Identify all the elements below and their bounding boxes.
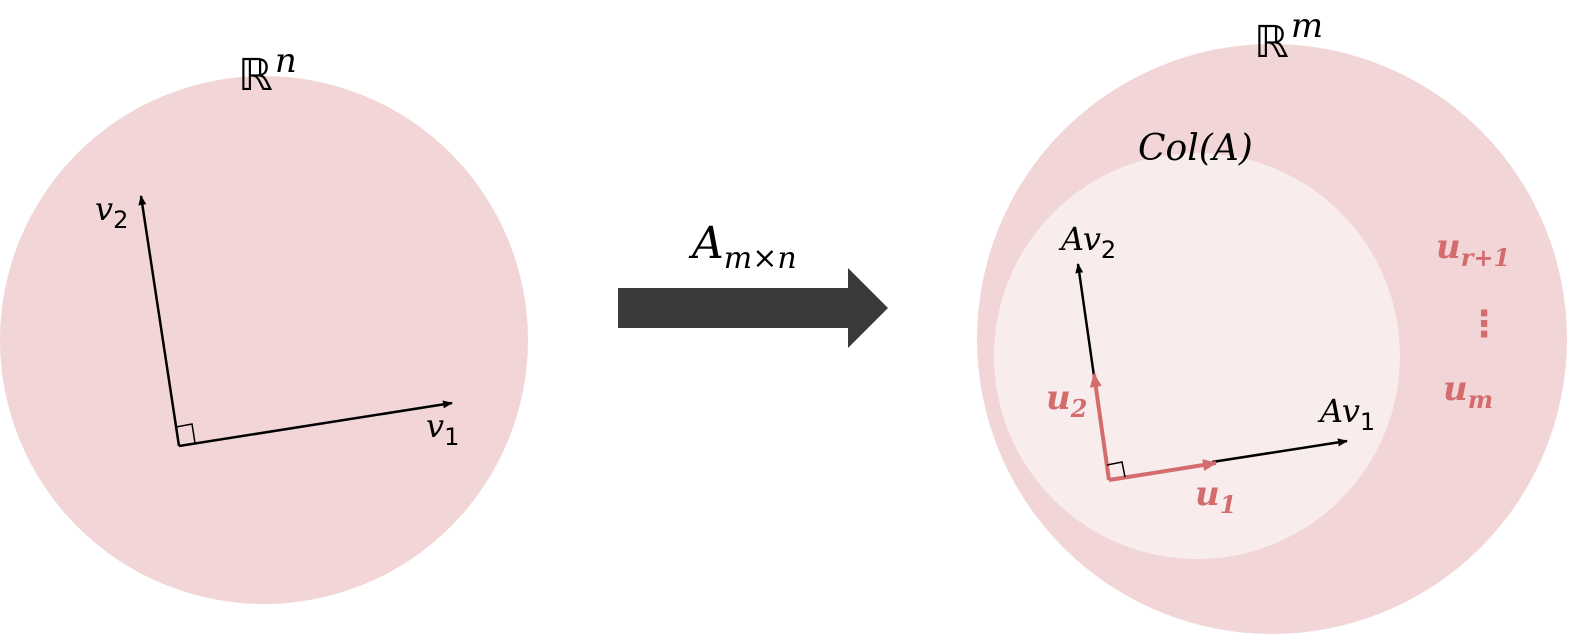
- column-space-label: Col(A): [1138, 128, 1253, 169]
- codomain-space: ℝm Col(A) Av2 Av1 u2 u1 ur+1 ⋮ um: [977, 6, 1567, 634]
- matrix-label: Am×n: [688, 218, 797, 276]
- vector-u1-label: u1: [1195, 474, 1236, 519]
- vector-av2-label: Av2: [1058, 220, 1116, 264]
- vector-v1-line: [178, 400, 453, 448]
- column-space-region: [994, 153, 1400, 559]
- vertical-ellipsis: ⋮: [1466, 304, 1502, 345]
- vector-av1-line: [1211, 438, 1348, 464]
- codomain-space-label: ℝm: [1254, 6, 1323, 68]
- vector-v1-label: v1: [426, 407, 459, 451]
- vector-av1-label: Av1: [1317, 392, 1375, 436]
- vector-u2-label: u2: [1046, 378, 1087, 423]
- vector-v2-line: [138, 195, 181, 447]
- domain-region: [0, 76, 528, 604]
- vector-u2-line: [1089, 373, 1111, 481]
- vector-v2-label: v2: [95, 190, 128, 234]
- domain-space: ℝn v2 v1: [0, 41, 528, 604]
- right-block-arrow-icon: [618, 268, 888, 348]
- right-angle-marker: [1106, 461, 1126, 478]
- domain-space-label: ℝn: [238, 41, 297, 101]
- vector-u1-line: [1108, 459, 1217, 482]
- vector-um-label: um: [1443, 369, 1493, 414]
- vector-av2-line: [1075, 263, 1096, 377]
- vector-ur1-label: ur+1: [1436, 227, 1510, 272]
- right-angle-marker: [175, 423, 196, 444]
- transformation: Am×n: [618, 218, 888, 348]
